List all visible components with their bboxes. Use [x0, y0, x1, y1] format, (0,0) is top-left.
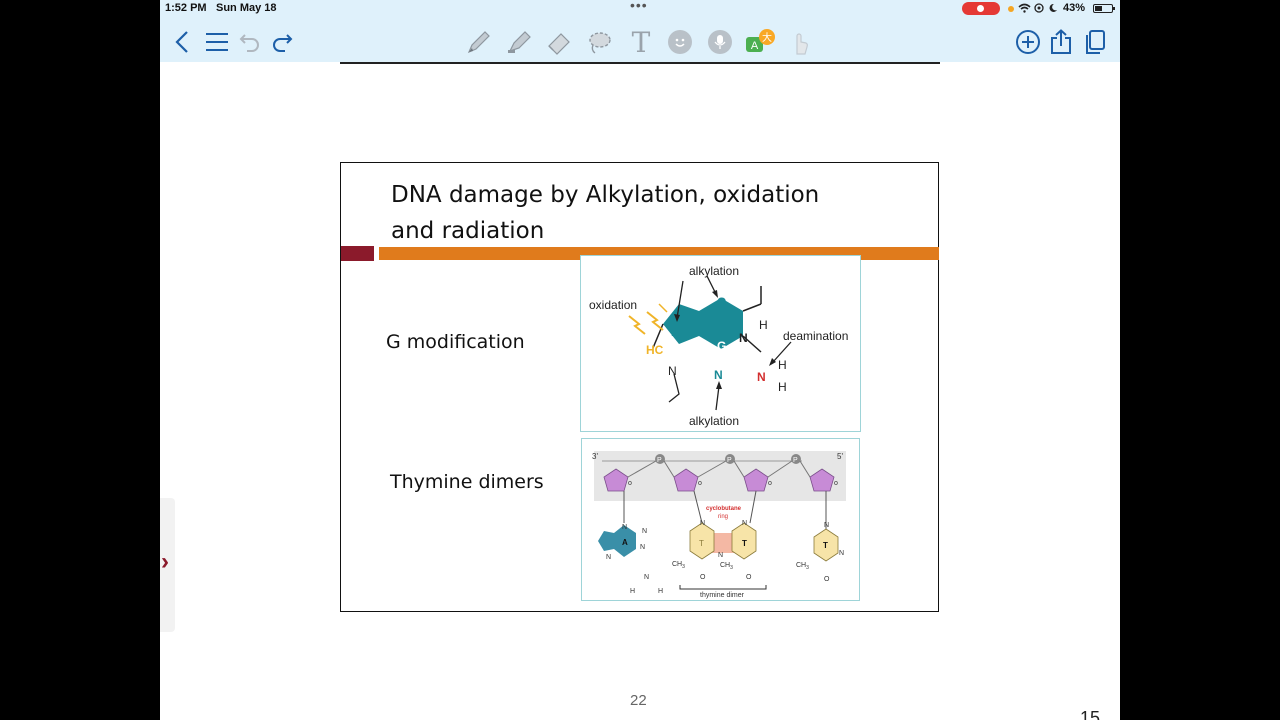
sugar-o-1: o — [628, 480, 632, 487]
redo-icon[interactable] — [270, 26, 294, 58]
label-cyclobutane: cyclobutane — [706, 506, 742, 512]
ipad-screen: 1:52 PM Sun May 18 ••• 43% — [160, 0, 1120, 720]
label-oxidation: oxidation — [589, 298, 637, 312]
add-page-icon[interactable] — [1014, 26, 1042, 58]
translate-icon[interactable]: A 大 — [744, 26, 778, 58]
lasso-icon[interactable] — [584, 26, 614, 58]
atom-h-a1: H — [630, 588, 635, 595]
phosphate-3: P — [793, 457, 798, 464]
atom-n-t5: N — [839, 550, 844, 557]
atom-o-t3: O — [824, 576, 830, 583]
sticker-icon[interactable] — [665, 26, 695, 58]
atom-n-a5: N — [644, 574, 649, 581]
label-deamination: deamination — [783, 329, 848, 343]
undo-icon[interactable] — [238, 26, 262, 58]
label-thymine-dimers: Thymine dimers — [390, 471, 544, 493]
translate-glyph-a: A — [751, 40, 759, 52]
sugar-o-3: o — [768, 480, 772, 487]
hand-icon[interactable] — [788, 26, 812, 58]
guanine-damage-figure: alkylation oxidation deamination alkylat… — [580, 255, 861, 432]
atom-n-a1: N — [622, 524, 627, 531]
label-g-modification: G modification — [386, 331, 525, 353]
atom-o-t1: O — [700, 574, 706, 581]
side-panel-tab[interactable] — [160, 498, 175, 632]
battery-percent: 43% — [1063, 2, 1086, 14]
status-time: 1:52 PM — [165, 2, 207, 14]
battery-icon — [1093, 4, 1115, 13]
thymine-dimer-figure: 3' 5' P P P o o o o A T T T N N N N N H … — [581, 438, 860, 601]
atom-n9: N — [668, 364, 677, 378]
multitasking-dots-icon[interactable]: ••• — [630, 0, 648, 13]
label-ring: ring — [718, 514, 728, 520]
share-icon[interactable] — [1048, 26, 1074, 58]
methyl-3: CH3 — [796, 562, 809, 571]
screen-recording-icon[interactable] — [962, 2, 1000, 15]
phosphate-1: P — [657, 457, 662, 464]
label-thymine-dimer: thymine dimer — [700, 592, 745, 599]
slide-title-line1: DNA damage by Alkylation, oxidation — [391, 182, 820, 208]
label-alkylation-top: alkylation — [689, 264, 739, 278]
back-icon[interactable] — [172, 26, 192, 58]
highlighter-icon[interactable] — [504, 26, 534, 58]
atom-n-a3: N — [640, 544, 645, 551]
atom-n-t1: N — [700, 520, 705, 527]
eraser-icon[interactable] — [544, 26, 574, 58]
status-date: Sun May 18 — [216, 2, 277, 14]
slide-title-line2: and radiation — [391, 218, 545, 244]
atom-n3: N — [714, 368, 723, 382]
atom-n-amino: N — [757, 370, 766, 384]
pen-icon[interactable] — [464, 26, 494, 58]
atom-h1: H — [759, 318, 768, 332]
chevron-right-icon[interactable]: › — [161, 548, 169, 575]
atom-n-t3: N — [718, 552, 723, 559]
atom-n7: N — [671, 325, 680, 339]
wifi-icon — [1018, 3, 1031, 16]
base-thymine-1: T — [699, 539, 704, 548]
translate-glyph-b: 大 — [762, 31, 772, 44]
do-not-disturb-icon — [1048, 3, 1058, 16]
base-adenine: A — [622, 538, 628, 547]
atom-n-a4: N — [642, 528, 647, 535]
next-page-number: 15 — [1080, 708, 1101, 720]
label-3prime: 3' — [592, 452, 598, 461]
atom-h-a2: H — [658, 588, 663, 595]
atom-n-t2: N — [742, 520, 747, 527]
slide-title: DNA damage by Alkylation, oxidation and … — [391, 177, 891, 249]
pages-icon[interactable] — [1082, 26, 1108, 58]
slide: DNA damage by Alkylation, oxidation and … — [340, 162, 939, 612]
atom-n1: N — [739, 331, 748, 345]
atom-n-a2: N — [606, 554, 611, 561]
methyl-1: CH3 — [672, 561, 685, 570]
label-5prime: 5' — [837, 452, 843, 461]
top-toolbar: 1:52 PM Sun May 18 ••• 43% — [160, 0, 1120, 62]
atom-h3: H — [778, 380, 787, 394]
previous-page-edge — [340, 62, 940, 64]
atom-n-t4: N — [824, 522, 829, 529]
guanine-letter: G — [717, 339, 726, 353]
label-alkylation-bottom: alkylation — [689, 414, 739, 428]
menu-icon[interactable] — [204, 26, 230, 58]
page-number: 22 — [630, 692, 647, 709]
atom-hc: HC — [646, 343, 664, 357]
sugar-o-2: o — [698, 480, 702, 487]
sugar-o-4: o — [834, 480, 838, 487]
text-icon[interactable]: T — [631, 25, 651, 59]
base-thymine-3: T — [823, 541, 828, 550]
base-thymine-2: T — [742, 539, 747, 548]
mic-indicator-icon — [1008, 6, 1014, 12]
microphone-icon[interactable] — [705, 26, 735, 58]
atom-o: O — [717, 295, 726, 309]
atom-o-t2: O — [746, 574, 752, 581]
location-icon — [1034, 3, 1044, 16]
atom-h2: H — [778, 358, 787, 372]
phosphate-2: P — [727, 457, 732, 464]
title-accent-red — [341, 246, 374, 261]
methyl-2: CH3 — [720, 562, 733, 571]
